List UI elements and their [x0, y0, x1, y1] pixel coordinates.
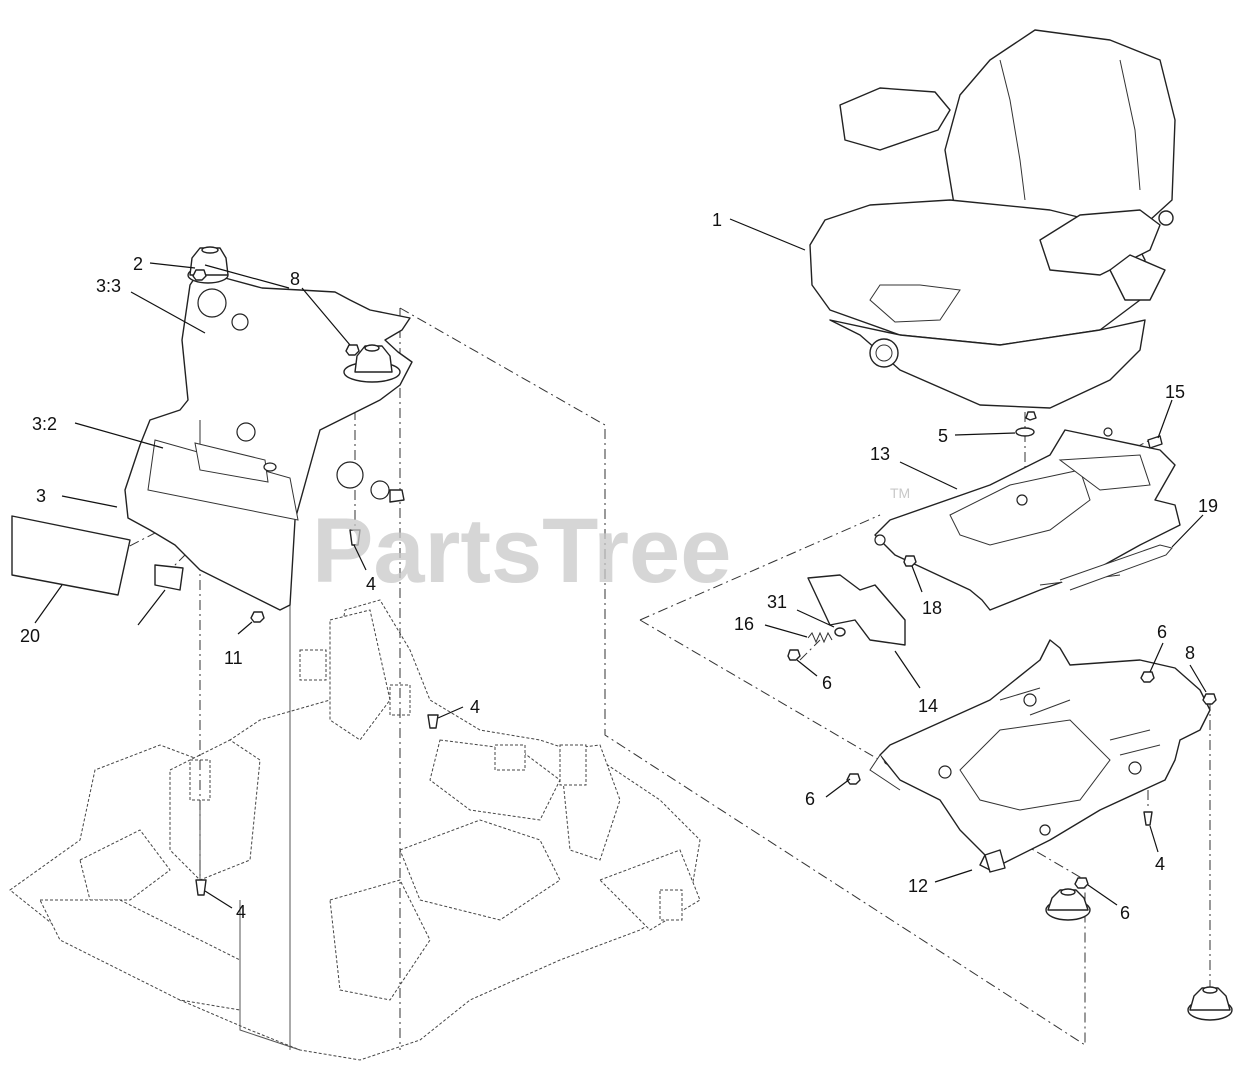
decal-19	[11, 515, 131, 596]
hardware-right	[846, 671, 1217, 889]
tractor-frame	[9, 599, 701, 1061]
hardware-left	[192, 269, 439, 896]
callout-11: 12	[908, 876, 928, 896]
callout-1: 1	[712, 210, 722, 230]
isolator-mount-plate	[343, 344, 401, 383]
spring-15	[807, 631, 833, 644]
callout-12: 13	[870, 444, 890, 464]
callout-14: 15	[1165, 382, 1185, 402]
callout-3-2: 3:2	[32, 414, 57, 434]
isolator-mount-bottom	[1187, 986, 1233, 1021]
seat-plate-12	[874, 411, 1181, 611]
nut-6-spring	[787, 649, 801, 661]
callout-6-spring: 6	[822, 673, 832, 693]
callout-4-plate: 4	[366, 574, 376, 594]
decal-31	[154, 564, 184, 591]
bolt-14	[1147, 435, 1163, 449]
callout-2: 2	[133, 254, 143, 274]
callout-8-top: 8	[290, 269, 300, 289]
decal-3-3	[194, 442, 269, 483]
callout-6-plate: 6	[1157, 622, 1167, 642]
callout-20: 31	[767, 592, 787, 612]
callout-16: 18	[922, 598, 942, 618]
callout-labels: 2 8 3:3 3:2 3 20 11 4 4 4 1 5 13 15 19 1…	[20, 210, 1218, 923]
callout-18: 19	[1198, 496, 1218, 516]
washer-5	[1015, 427, 1035, 437]
callout-7: 8	[1185, 643, 1195, 663]
callout-6-mount: 6	[1120, 903, 1130, 923]
watermark-trademark: TM	[890, 485, 910, 501]
callout-4-frame: 4	[470, 697, 480, 717]
callout-6-left: 6	[805, 789, 815, 809]
callout-3-3: 3:3	[96, 276, 121, 296]
rod-18	[1059, 544, 1173, 591]
decal-3-3-hole	[263, 462, 277, 472]
seat-base-plate-11	[869, 639, 1211, 873]
callout-4-lower: 4	[236, 902, 246, 922]
callout-5: 5	[938, 426, 948, 446]
bracket-13	[807, 574, 906, 646]
watermark: PartsTree TM	[312, 485, 910, 602]
washer-20	[834, 627, 846, 637]
callout-13: 14	[918, 696, 938, 716]
seat	[809, 29, 1176, 409]
isolator-mount-6	[1045, 888, 1091, 921]
callout-leaders	[34, 218, 1207, 909]
nut-16	[903, 555, 917, 567]
callout-3: 3	[36, 486, 46, 506]
watermark-text: PartsTree	[312, 500, 731, 602]
callout-8-bottom: 11	[224, 648, 243, 668]
seat-mount-plate	[124, 269, 413, 611]
callout-19: 20	[20, 626, 40, 646]
callout-15: 16	[734, 614, 754, 634]
callout-4-right: 4	[1155, 854, 1165, 874]
